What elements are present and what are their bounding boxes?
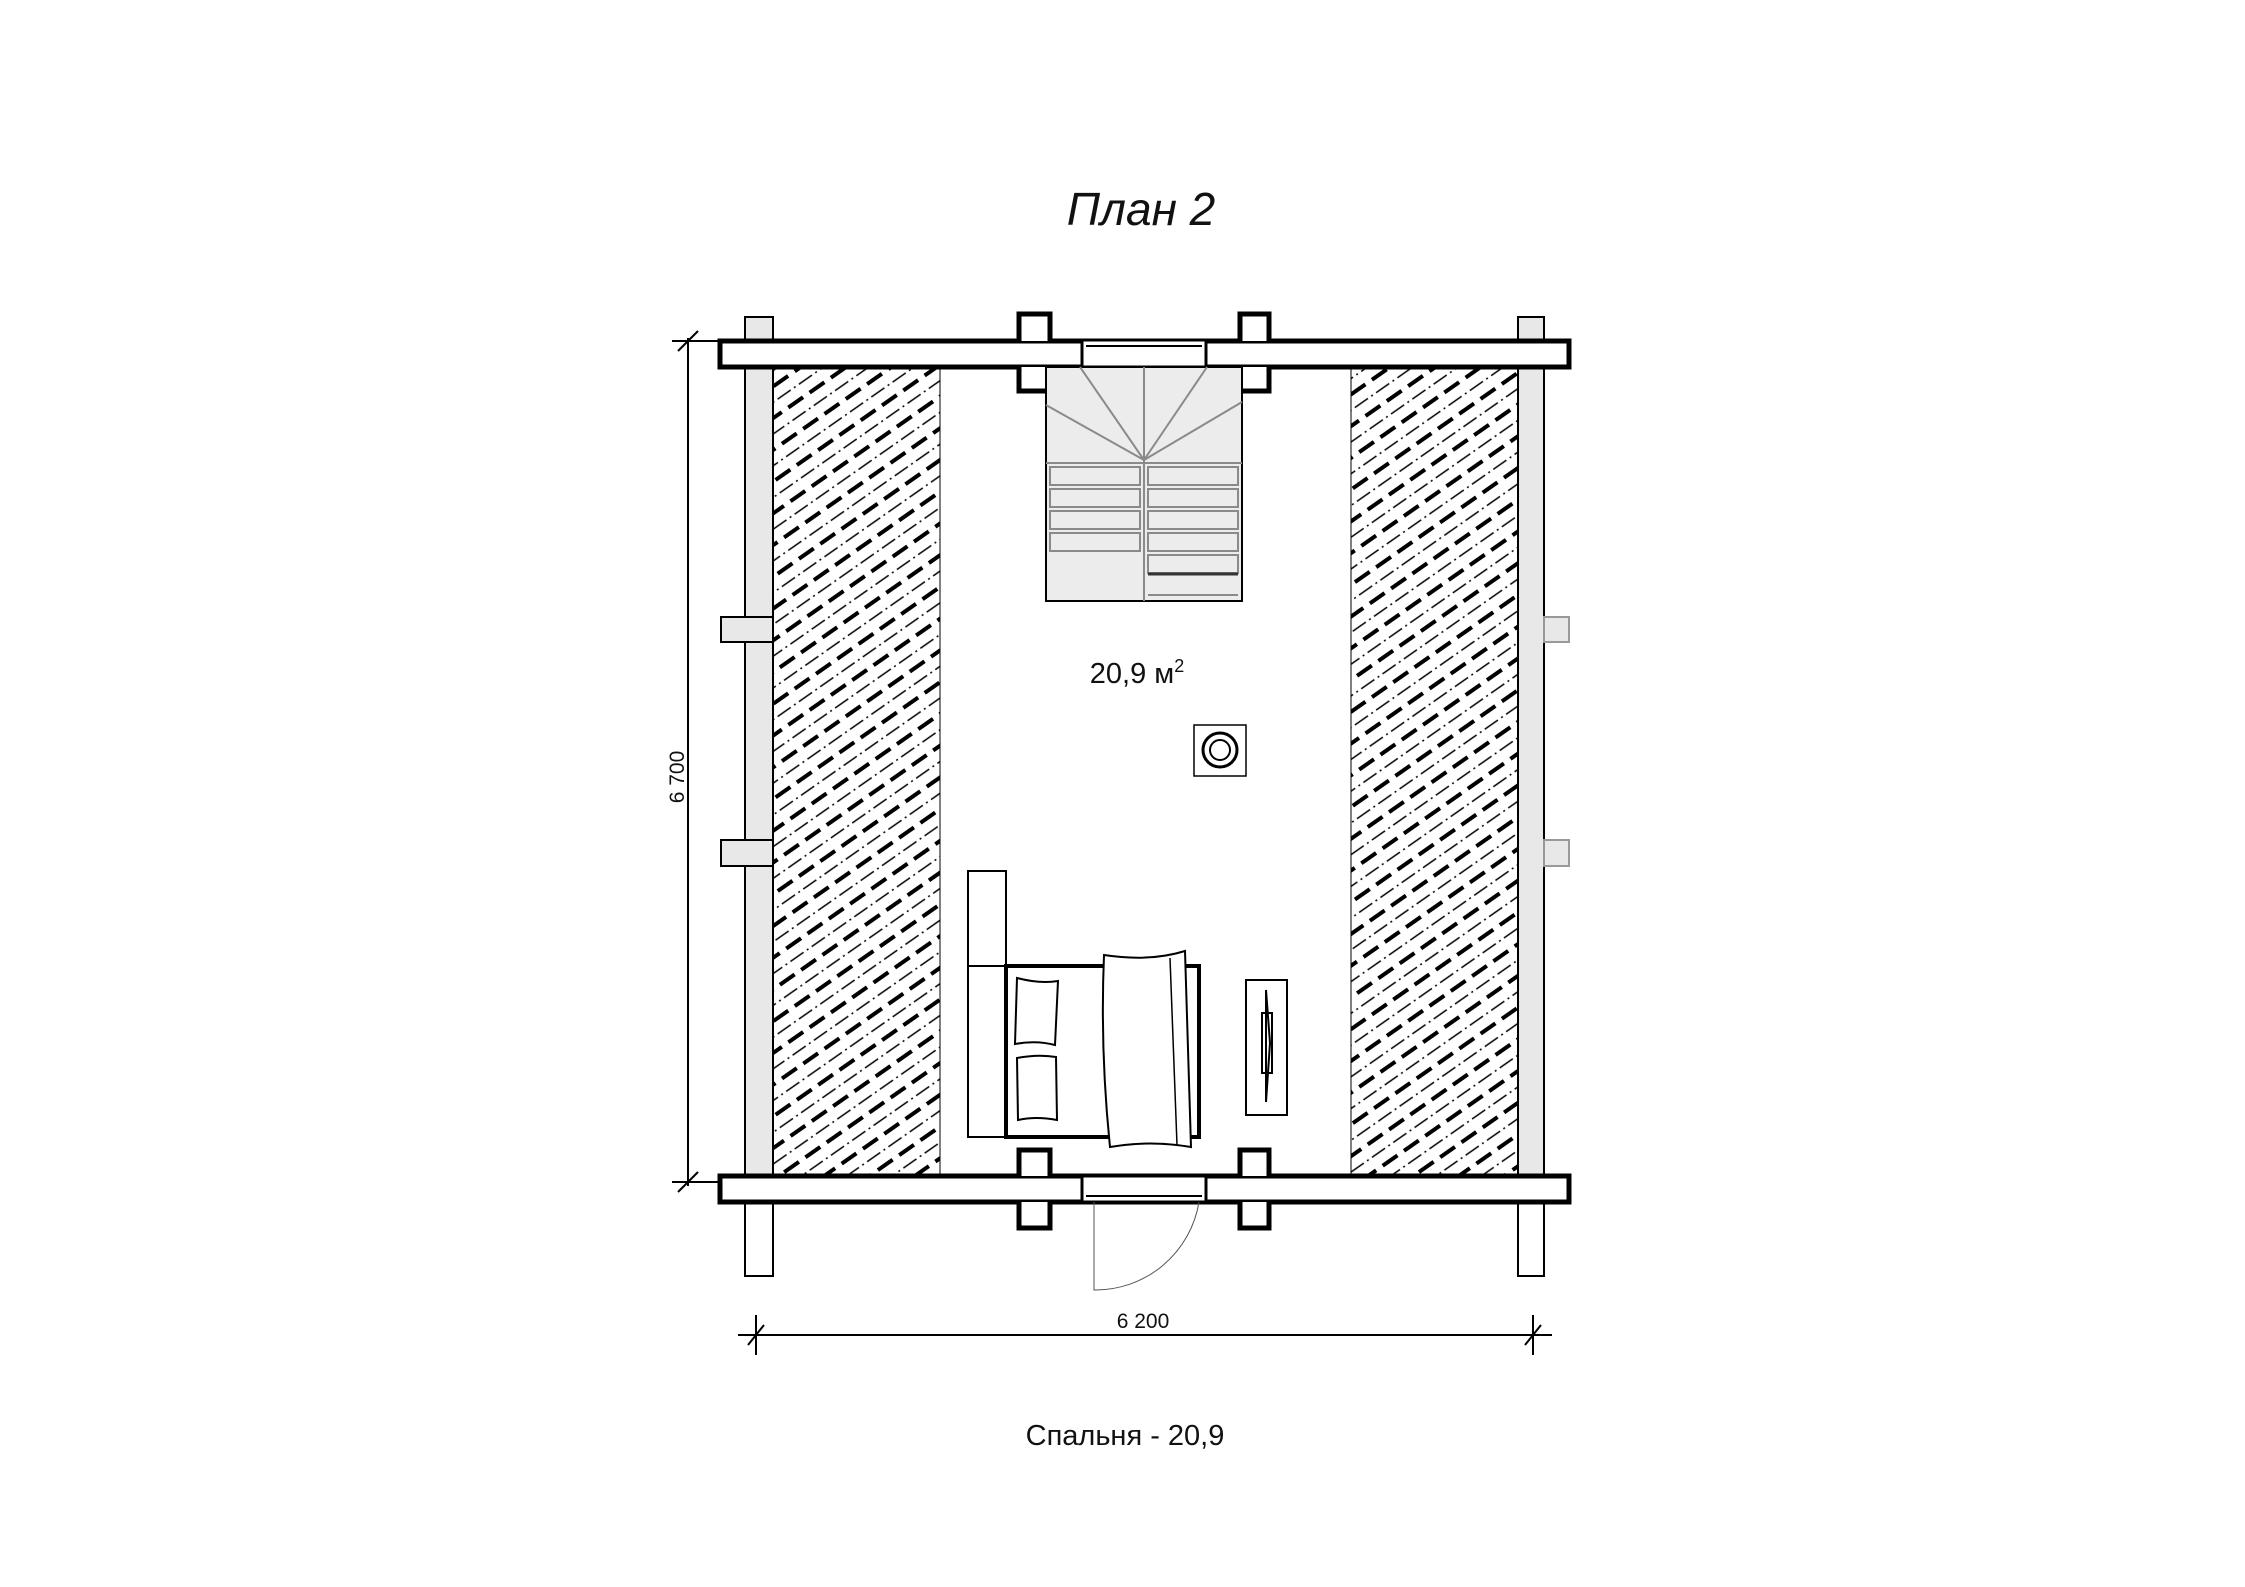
staircase	[1045, 366, 1243, 602]
room-caption: Спальня - 20,9	[1026, 1420, 1225, 1452]
door[interactable]	[1080, 1174, 1208, 1291]
chimney-icon	[1193, 724, 1247, 777]
plan-title: План 2	[1067, 183, 1216, 235]
dimension-height-label: 6 700	[666, 751, 689, 804]
tv-stand	[1245, 979, 1288, 1116]
room-area-label: 20,9 м2	[1090, 656, 1184, 690]
window-top	[1080, 338, 1208, 369]
hatched-zone-right	[1350, 366, 1519, 1177]
dimension-width-label: 6 200	[1117, 1310, 1170, 1333]
hatched-zone-left	[772, 366, 941, 1177]
bed	[967, 870, 1201, 1149]
dimension-height	[672, 330, 720, 1193]
side-posts	[720, 316, 1570, 1277]
dimension-width	[738, 1315, 1552, 1355]
